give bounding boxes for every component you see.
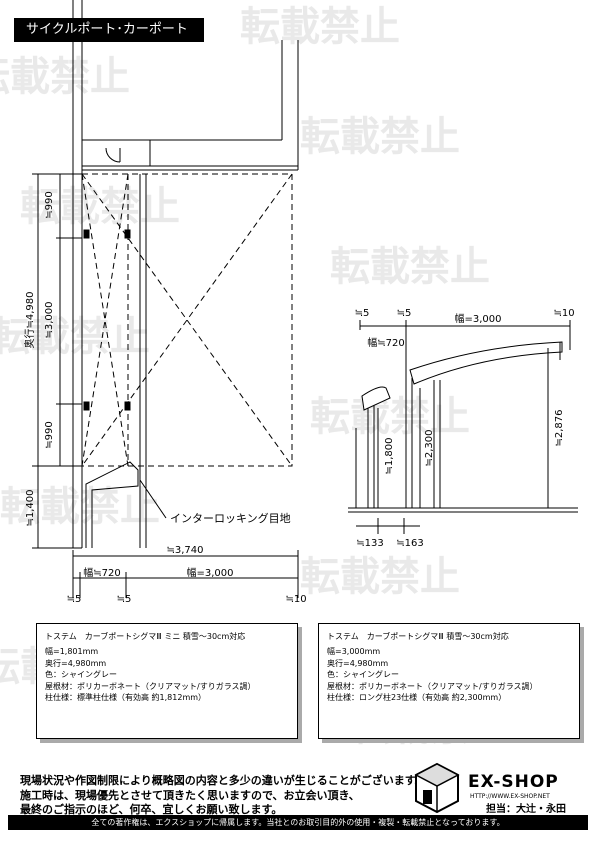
elev-post-off-a: ≒133: [356, 538, 383, 549]
spec-line: 幅=3,000mm: [327, 647, 381, 657]
exshop-logo-icon: [414, 762, 460, 814]
elev-gap-right: ≒10: [553, 308, 574, 319]
notice-text: 現場状況や作図制限により概略図の内容と多少の違いが生じることがございます。 施工…: [20, 774, 426, 818]
dim-depth-total: 奥行≒4,980: [23, 291, 36, 348]
elev-height-mid: ≒2,300: [424, 429, 435, 466]
spec-line: 色：シャイングレー: [45, 670, 117, 680]
dim-plan-lower: ≒1,400: [25, 489, 36, 526]
spec-line: 柱仕様：標準柱仕様（有効高 約1,812mm）: [45, 693, 207, 703]
notice-line: 最終のご指示のほど、何卒、宜しくお願い致します。: [20, 803, 283, 816]
elev-height-total: ≒2,876: [554, 409, 565, 446]
spec-title: トステム カーブポートシグマⅢ 積雪～30cm対応: [327, 632, 509, 641]
spec-line: 奥行=4,980mm: [327, 658, 389, 668]
section-title: サイクルポート･カーポート: [14, 18, 204, 42]
staff-label: 担当：大辻・永田: [486, 804, 566, 815]
elev-height-small: ≒1,800: [384, 437, 395, 474]
dim-gap-mid: ≒5: [117, 594, 132, 605]
elev-gap-left: ≒5: [355, 308, 370, 319]
spec-title: トステム カーブポートシグマⅢ ミニ 積雪～30cm対応: [45, 632, 246, 641]
notice-line: 施工時は、現場優先とさせて頂きたく思いますので、お立会い頂き、: [20, 788, 360, 802]
elev-gap-mid: ≒5: [397, 308, 412, 319]
dim-plan-top: ≒990: [44, 191, 55, 218]
copyright-footer: 全ての著作権は、エクスショップに帰属します。当社とのお取引目的外の使用・複製・転…: [8, 815, 588, 830]
dim-gap-right: ≒10: [285, 594, 306, 605]
spec-line: 柱仕様：ロング柱23仕様（有効高 約2,300mm）: [327, 693, 507, 703]
spec-box-standard: トステム カーブポートシグマⅢ 積雪～30cm対応 幅=3,000mm 奥行=4…: [318, 623, 580, 739]
spec-line: 奥行=4,980mm: [45, 658, 107, 668]
dim-gap-left: ≒5: [67, 594, 82, 605]
elev-width-small: 幅≒720: [367, 336, 404, 349]
spec-line: 幅=1,801mm: [45, 647, 99, 657]
notice-line: 現場状況や作図制限により概略図の内容と多少の違いが生じることがございます。: [20, 774, 426, 787]
elev-post-off-b: ≒163: [396, 538, 423, 549]
dim-width-small: 幅≒720: [83, 566, 120, 579]
dim-plan-bot: ≒990: [44, 421, 55, 448]
dim-width-big: 幅=3,000: [186, 566, 233, 579]
elev-width-big: 幅=3,000: [454, 312, 501, 325]
brand-name: EX-SHOP: [468, 772, 559, 792]
spec-line: 屋根材：ポリカーボネート（クリアマット/すりガラス調）: [327, 681, 538, 691]
dim-width-total: ≒3,740: [166, 545, 203, 556]
spec-line: 色：シャイングレー: [327, 670, 399, 680]
dim-plan-mid: ≒3,000: [44, 301, 55, 338]
spec-line: 屋根材：ポリカーボネート（クリアマット/すりガラス調）: [45, 681, 256, 691]
spec-box-mini: トステム カーブポートシグマⅢ ミニ 積雪～30cm対応 幅=1,801mm 奥…: [36, 623, 298, 739]
callout-interlocking: インターロッキング目地: [170, 511, 291, 525]
brand-url: HTTP://WWW.EX-SHOP.NET: [470, 793, 550, 800]
